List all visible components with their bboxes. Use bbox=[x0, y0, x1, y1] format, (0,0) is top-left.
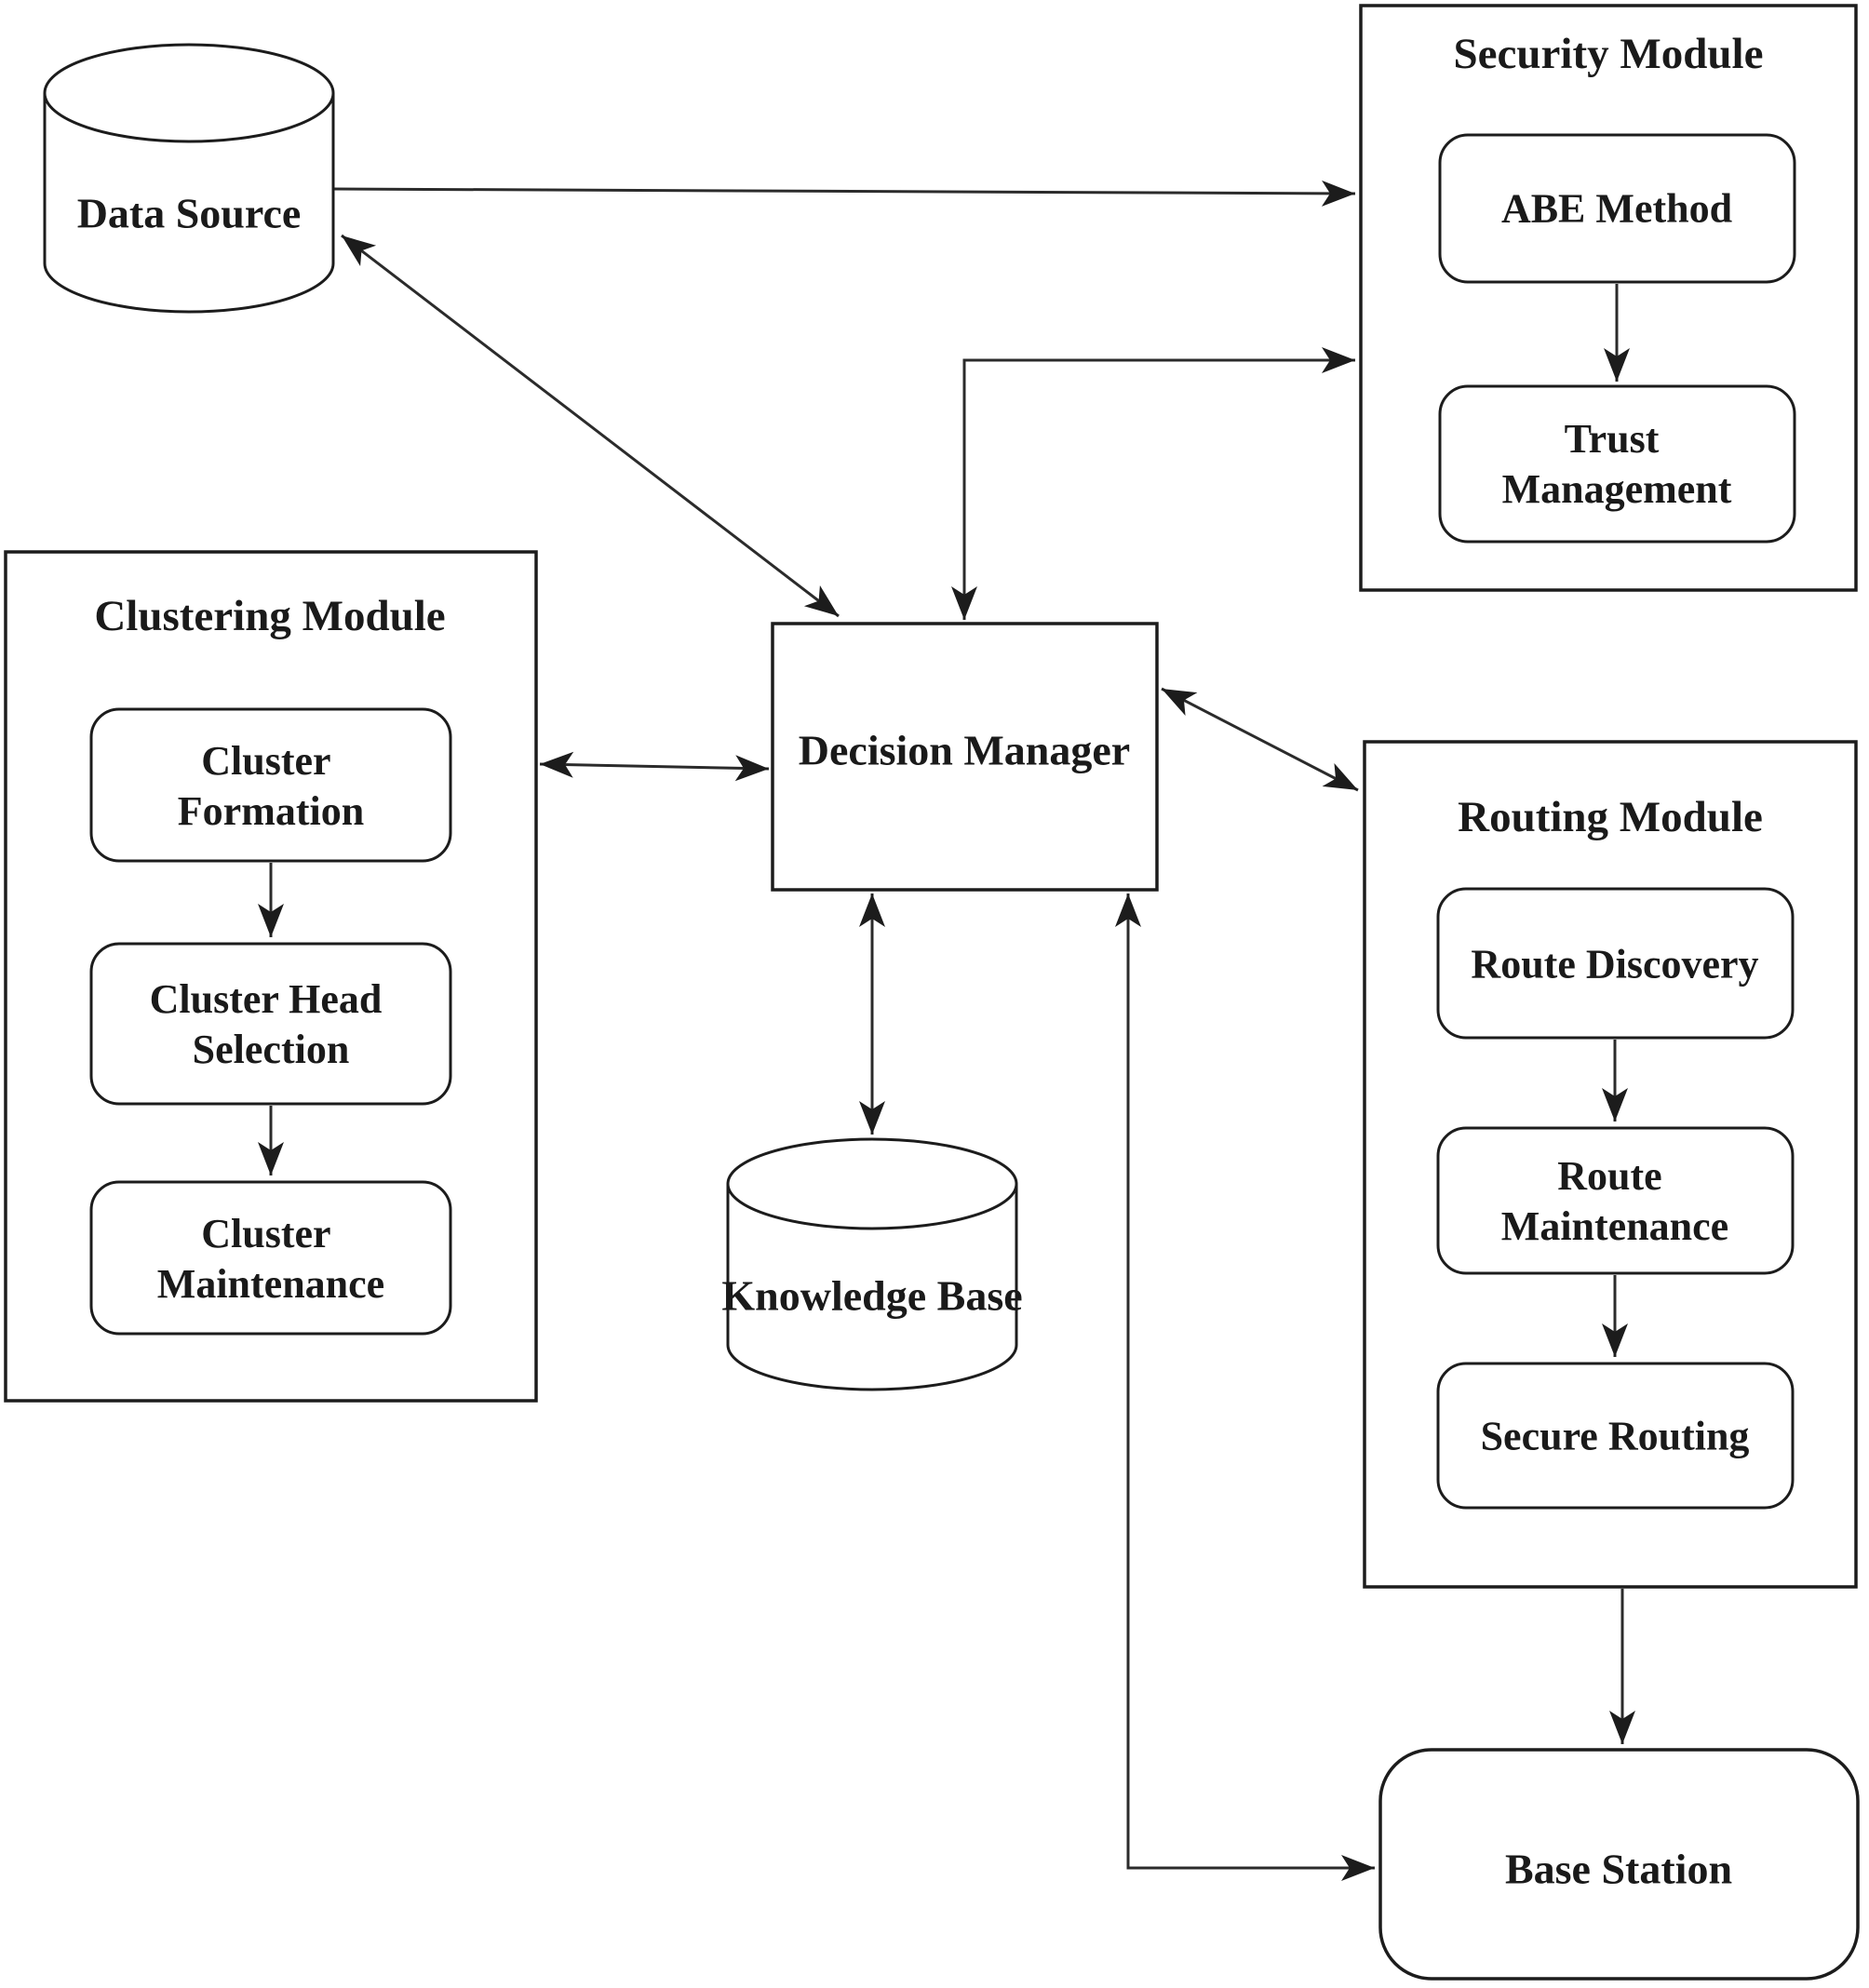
decision-manager-box bbox=[771, 622, 1159, 892]
route-maintenance-box bbox=[1436, 1126, 1795, 1275]
cluster-maintenance-box bbox=[89, 1180, 452, 1336]
arrow-decision-manager-security-module-elbow bbox=[951, 347, 1355, 620]
cluster-maintenance-label: Cluster Maintenance bbox=[157, 1211, 384, 1307]
knowledge-base-label: Knowledge Base bbox=[721, 1272, 1022, 1320]
knowledge-base-cylinder-body bbox=[726, 1184, 1018, 1391]
clustering-module: Clustering Module Cluster Formation Clus… bbox=[4, 550, 538, 1403]
trust-management-label: Trust Management bbox=[1502, 416, 1732, 512]
security-module-title: Security Module bbox=[1454, 30, 1764, 78]
cluster-head-selection-box bbox=[89, 942, 452, 1106]
data-source-cylinder-body bbox=[43, 93, 335, 314]
cluster-formation-label: Cluster Formation bbox=[178, 738, 364, 834]
routing-module-title: Routing Module bbox=[1458, 793, 1763, 841]
arrow-clustering-module-decision-manager bbox=[539, 751, 770, 782]
cluster-formation-box bbox=[89, 707, 452, 863]
route-maintenance-label: Route Maintenance bbox=[1501, 1153, 1728, 1249]
arrow-decision-manager-base-station-elbow bbox=[1115, 893, 1375, 1881]
trust-management-box bbox=[1438, 384, 1796, 544]
abe-method-box bbox=[1438, 133, 1796, 284]
route-discovery-label: Route Discovery bbox=[1471, 942, 1758, 987]
decision-manager-label: Decision Manager bbox=[799, 727, 1130, 774]
data-source-node: Data Source bbox=[43, 43, 335, 314]
security-module: Security Module ABE Method Trust Managem… bbox=[1359, 4, 1858, 592]
secure-routing-box bbox=[1436, 1362, 1795, 1510]
base-station-box bbox=[1378, 1748, 1860, 1981]
data-source-cylinder-top bbox=[43, 43, 335, 143]
arrow-data-source-to-security-module bbox=[332, 180, 1356, 207]
knowledge-base-node: Knowledge Base bbox=[721, 1137, 1023, 1391]
secure-routing-label: Secure Routing bbox=[1481, 1414, 1750, 1459]
knowledge-base-cylinder-top bbox=[726, 1137, 1018, 1230]
routing-module: Routing Module Route Discovery Route Mai… bbox=[1363, 740, 1858, 1589]
decision-manager-node: Decision Manager bbox=[771, 622, 1159, 892]
clustering-module-title: Clustering Module bbox=[94, 592, 445, 640]
base-station-label: Base Station bbox=[1505, 1846, 1732, 1893]
base-station-node: Base Station bbox=[1378, 1748, 1860, 1981]
arrow-data-source-decision-manager bbox=[341, 234, 840, 618]
arrow-decision-manager-routing-module bbox=[1161, 687, 1359, 792]
abe-method-label: ABE Method bbox=[1501, 186, 1732, 232]
route-discovery-box bbox=[1436, 887, 1795, 1040]
cluster-head-selection-label: Cluster Head Selection bbox=[150, 976, 393, 1072]
data-source-label: Data Source bbox=[77, 190, 302, 237]
